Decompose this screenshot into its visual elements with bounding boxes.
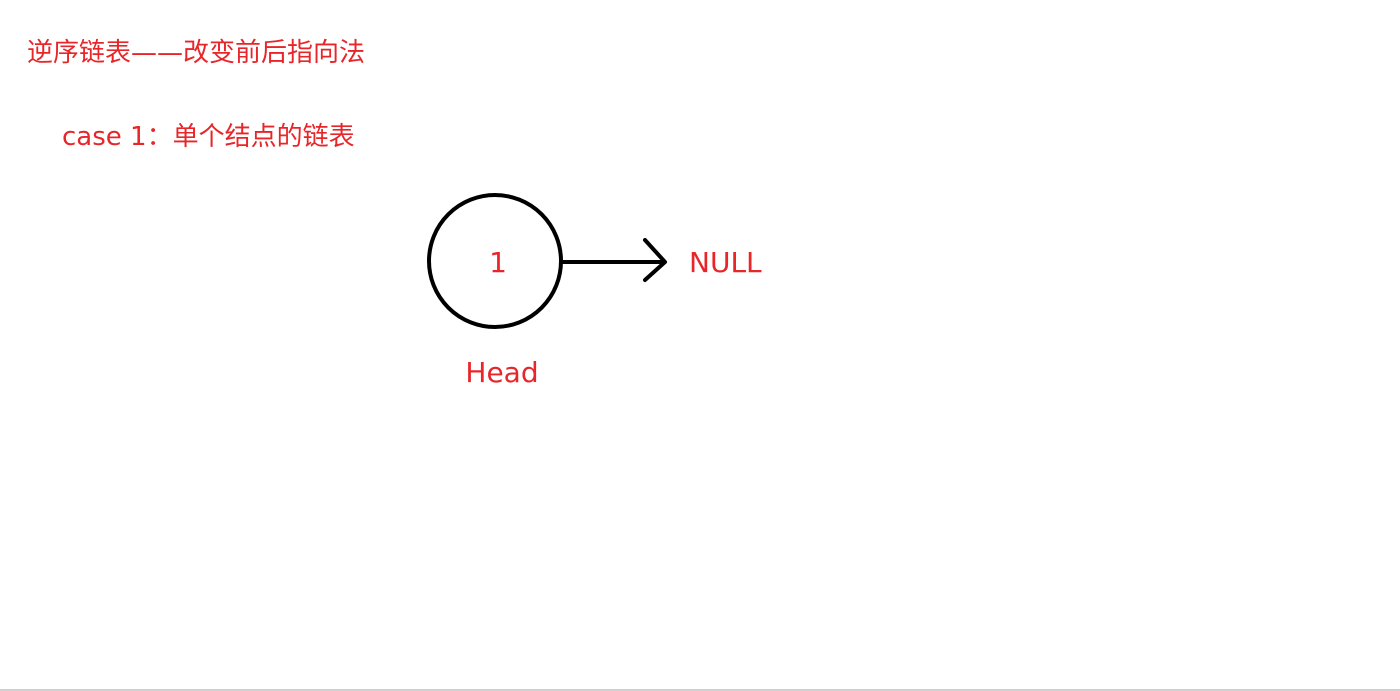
page-title: 逆序链表——改变前后指向法 xyxy=(27,38,366,68)
case-label: case 1：单个结点的链表 xyxy=(62,122,355,152)
next-pointer-arrow xyxy=(559,238,667,282)
null-label: NULL xyxy=(689,246,762,279)
bottom-divider xyxy=(0,689,1400,691)
node-value: 1 xyxy=(489,246,507,279)
head-label: Head xyxy=(465,356,538,389)
